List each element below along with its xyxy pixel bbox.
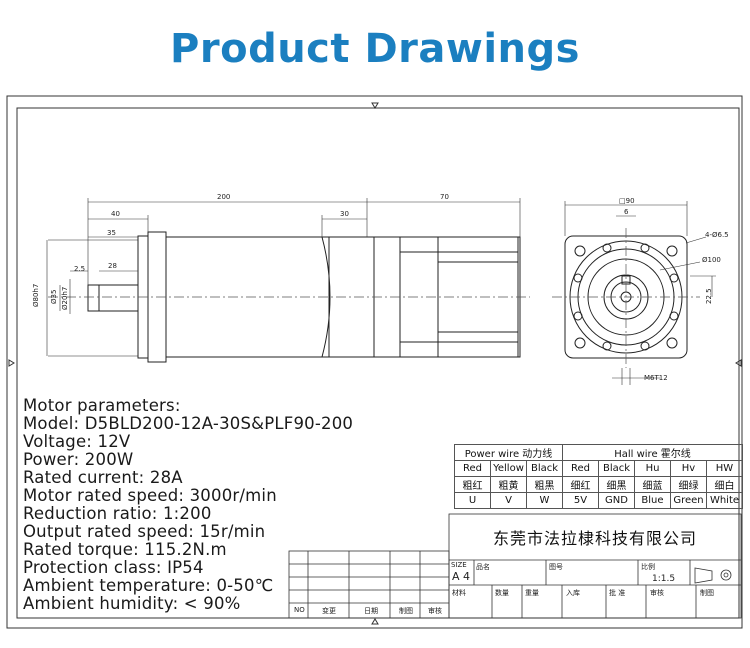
dim-bolt-circle: Ø100 [702,256,721,264]
material-label: 材料 [452,589,466,597]
dim-total-length: 200 [217,193,231,201]
dim-thread: M6T12 [644,374,668,382]
dim-square-90: □90 [619,197,635,205]
approve-label: 批 准 [609,589,626,597]
param-line: Power: 200W [23,450,134,469]
param-line: Motor parameters: [23,396,181,415]
table-cell: Red [562,460,599,477]
param-line: Protection class: IP54 [23,558,204,577]
hall-wire-header: Hall wire 霍尔线 [562,444,743,461]
dim-dia-35: Ø35 [50,289,58,304]
table-cell: 5V [562,492,599,509]
table-cell: Red [454,460,491,477]
page-title: Product Drawings [170,26,580,72]
table-cell: 细红 [562,476,599,493]
dim-height-22-5: 22.5 [705,288,713,304]
param-line: Reduction ratio: 1:200 [23,504,212,523]
front-view [48,231,530,363]
dim-motor-length: 70 [440,193,449,201]
table-cell: Black [598,460,635,477]
scale-label: 比例 [641,563,655,571]
param-line: Model: D5BLD200-12A-30S&PLF90-200 [23,414,354,433]
param-line: Rated current: 28A [23,468,183,487]
revision-header: 变更 [322,607,336,615]
table-cell: W [526,492,563,509]
name-label: 品名 [476,563,490,571]
table-cell: 细黑 [598,476,635,493]
table-cell: 细白 [706,476,743,493]
drawing-no-label: 图号 [549,563,563,571]
table-cell: HW [706,460,743,477]
table-cell: Blue [634,492,671,509]
table-cell: GND [598,492,635,509]
table-cell: Black [526,460,563,477]
dim-dia-20h7: Ø20h7 [61,286,69,310]
scale-value: 1:1.5 [652,574,676,584]
revision-header: 制图 [399,607,413,615]
dim-length-2-5: 2.5 [74,265,86,273]
dim-dia-80h7: Ø80h7 [32,283,40,307]
warehouse-label: 入库 [566,589,580,597]
size-value: A 4 [452,570,471,583]
table-cell: Hu [634,460,671,477]
param-line: Voltage: 12V [23,432,131,451]
dim-length-35: 35 [107,229,116,237]
quantity-label: 数量 [495,589,509,597]
param-line: Ambient temperature: 0-50℃ [23,576,274,595]
dim-length-40: 40 [111,210,120,218]
table-cell: U [454,492,491,509]
revision-header: 审核 [428,607,442,615]
param-line: Rated torque: 115.2N.m [23,540,227,559]
power-wire-header: Power wire 动力线 [454,444,563,461]
table-cell: 细蓝 [634,476,671,493]
table-cell: Yellow [490,460,527,477]
table-cell: 粗黄 [490,476,527,493]
dim-holes: 4-Ø6.5 [705,231,729,239]
dim-length-30: 30 [340,210,349,218]
table-cell: 粗黑 [526,476,563,493]
outer-frame [6,95,743,629]
param-line: Motor rated speed: 3000r/min [23,486,277,505]
wire-table: Power wire 动力线 Hall wire 霍尔线 Red Yellow … [454,444,743,509]
table-cell: White [706,492,743,509]
table-cell: 细绿 [670,476,707,493]
review-label: 审核 [650,589,664,597]
revision-header: NO [294,606,305,614]
table-cell: Hv [670,460,707,477]
revision-header: 日期 [364,607,378,615]
table-cell: 粗红 [454,476,491,493]
param-line: Output rated speed: 15r/min [23,522,266,541]
dim-key-6: 6 [624,208,629,216]
table-cell: V [490,492,527,509]
motor-parameters: Motor parameters: Model: D5BLD200-12A-30… [23,396,354,613]
size-label: SIZE [451,561,467,569]
side-view [552,228,700,368]
draft-label: 制图 [700,589,714,597]
dim-length-28: 28 [108,262,117,270]
company-name: 东莞市法拉棣科技有限公司 [492,529,697,548]
param-line: Ambient humidity: < 90% [23,594,241,613]
table-cell: Green [670,492,707,509]
weight-label: 重量 [525,589,539,597]
